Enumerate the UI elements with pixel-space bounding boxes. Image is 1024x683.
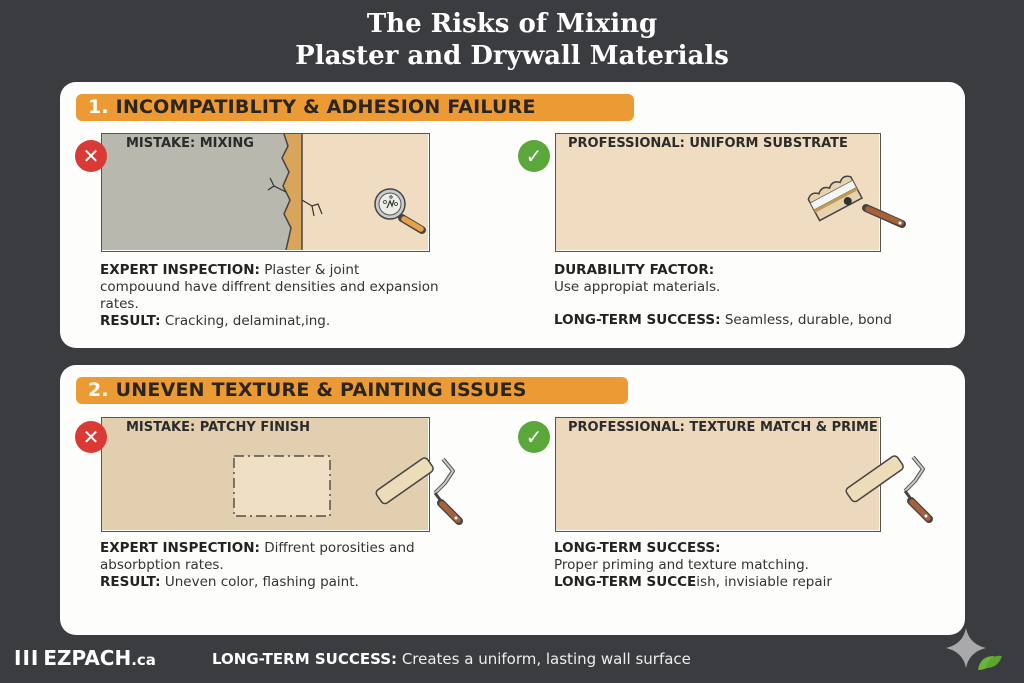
cracked-seam-illustration — [102, 134, 428, 250]
section-heading: 1. INCOMPATIBLITY & ADHESION FAILURE — [76, 94, 634, 121]
check-circle-icon: ✓ — [518, 421, 550, 453]
footer-tagline: LONG-TERM SUCCESS: Creates a uniform, la… — [212, 650, 691, 668]
paint-roller-icon — [845, 455, 933, 523]
professional-description: DURABILITY FACTOR: Use appropiat materia… — [554, 262, 954, 329]
desc-label: DURABILITY FACTOR: — [554, 262, 715, 278]
professional-panel: PROFESSIONAL: TEXTURE MATCH & PRIME — [555, 417, 881, 532]
mistake-label: MISTAKE: PATCHY FINISH — [126, 420, 311, 435]
success-text: Seamless, durable, bond — [724, 312, 892, 328]
x-circle-icon: ✕ — [75, 421, 107, 453]
tagline-label: LONG-TERM SUCCESS: — [212, 650, 398, 668]
mistake-label: MISTAKE: MIXING — [126, 136, 254, 151]
sparkle-leaf-icon — [946, 628, 1002, 670]
mistake-panel: MISTAKE: PATCHY FINISH — [101, 417, 430, 532]
mistake-panel: MISTAKE: MIXING — [101, 133, 430, 252]
magnifier-icon — [374, 188, 426, 234]
brand-tld: .ca — [131, 651, 156, 669]
section-heading: 2. UNEVEN TEXTURE & PAINTING ISSUES — [76, 377, 628, 404]
title-line-2: Plaster and Drywall Materials — [295, 41, 729, 71]
patchy-finish-illustration — [102, 418, 428, 530]
brand-bars-icon: III — [14, 646, 40, 670]
professional-panel: PROFESSIONAL: UNIFORM SUBSTRATE — [555, 133, 906, 252]
desc-label: EXPERT INSPECTION: — [100, 262, 260, 278]
result-text: Uneven color, flashing paint. — [164, 574, 359, 590]
check-circle-icon: ✓ — [518, 140, 550, 172]
section-title: INCOMPATIBLITY & ADHESION FAILURE — [115, 96, 536, 118]
desc-text: Use appropiat materials. — [554, 279, 721, 295]
professional-label: PROFESSIONAL: TEXTURE MATCH & PRIME — [568, 420, 878, 435]
result-text: Cracking, delaminat,ing. — [164, 313, 331, 329]
desc-text: Diffrent porosities and absorbption rate… — [100, 540, 415, 573]
title-line-1: The Risks of Mixing — [366, 9, 658, 39]
result-label: RESULT: — [100, 574, 161, 590]
desc-label: EXPERT INSPECTION: — [100, 540, 260, 556]
putty-knife-icon — [807, 175, 906, 228]
texture-match-illustration — [556, 418, 879, 530]
section-card-incompatibility: 1. INCOMPATIBLITY & ADHESION FAILURE MIS… — [60, 82, 965, 348]
section-number: 1. — [88, 96, 109, 118]
paint-roller-icon — [375, 457, 463, 525]
mistake-description: EXPERT INSPECTION: Diffrent porosities a… — [100, 540, 440, 591]
result-label: RESULT: — [100, 313, 161, 329]
success-label: LONG-TERM SUCCE — [554, 574, 697, 590]
professional-description: LONG-TERM SUCCESS: Proper priming and te… — [554, 540, 954, 591]
desc-label: LONG-TERM SUCCESS: — [554, 540, 721, 556]
page-title: The Risks of Mixing Plaster and Drywall … — [0, 8, 1024, 72]
tagline-text: Creates a uniform, lasting wall surface — [401, 650, 691, 668]
section-title: UNEVEN TEXTURE & PAINTING ISSUES — [115, 379, 527, 401]
desc-text: Proper priming and texture matching. — [554, 557, 809, 573]
section-number: 2. — [88, 379, 109, 401]
section-card-uneven-texture: 2. UNEVEN TEXTURE & PAINTING ISSUES MIST… — [60, 365, 965, 635]
x-circle-icon: ✕ — [75, 140, 107, 172]
success-text: ish, invisiable repair — [696, 574, 832, 590]
success-label: LONG-TERM SUCCESS: — [554, 312, 721, 328]
professional-label: PROFESSIONAL: UNIFORM SUBSTRATE — [568, 136, 848, 151]
brand-name: EZPACH — [43, 646, 132, 670]
mistake-description: EXPERT INSPECTION: Plaster & joint compo… — [100, 262, 440, 330]
desc-text: Plaster & joint compouund have diffrent … — [100, 262, 439, 312]
